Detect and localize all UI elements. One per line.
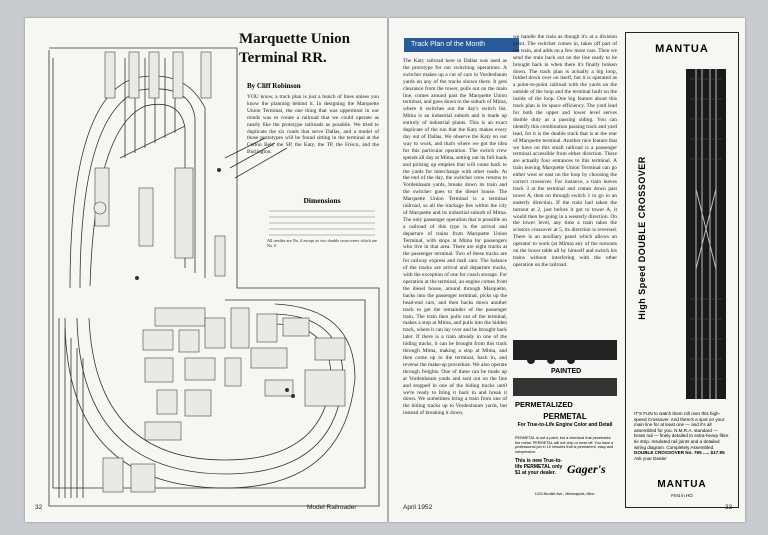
- dimensions-grid: [269, 210, 375, 236]
- perm-address: 1024 Nicollet Ave., Minneapolis, Minn.: [534, 492, 596, 496]
- permetal-ad: PAINTED PERMETALIZED PERMETAL For True-t…: [511, 334, 619, 502]
- byline: By Cliff Robinson: [247, 82, 301, 90]
- mantua-copy: IT'S FUN to watch them roll over this hi…: [634, 411, 729, 461]
- perm-copy: PERMETAL is not a paint, but a chemical …: [515, 436, 614, 454]
- locomotive-illustration: [513, 340, 617, 364]
- article-title: Marquette Union Terminal RR.: [239, 31, 350, 66]
- dimensions-table: Dimensions All trestles are No. 4 except…: [267, 196, 377, 254]
- perm-logo: Gager's: [567, 462, 606, 476]
- track-plan-diagram: [48, 47, 380, 507]
- perm-painted: PAINTED: [551, 368, 582, 375]
- mantua-logo-bottom: MANTUA: [657, 479, 707, 490]
- page-number-left: 32: [35, 504, 43, 511]
- locomotive-illustration-2: [513, 378, 617, 396]
- mantua-dealer: Ask your Dealer: [634, 455, 667, 461]
- dimensions-note: All trestles are No. 4 except as two dou…: [267, 238, 377, 248]
- issue-date: April 1952: [403, 504, 433, 511]
- magazine-name: Model Railroader: [307, 504, 357, 511]
- section-tag: Track Plan of the Month: [404, 38, 519, 52]
- mantua-tagline: First in HO: [671, 493, 693, 498]
- perm-brand: PERMETAL: [543, 412, 587, 421]
- perm-permatalized: PERMETALIZED: [515, 400, 573, 409]
- mantua-price: DOUBLE CROSSOVER No. 765 ..... $17.95: [634, 450, 725, 456]
- mantua-vertical-headline: High Speed DOUBLE CROSSOVER: [637, 156, 647, 320]
- mantua-logo-top: MANTUA: [655, 43, 709, 55]
- dimensions-title: Dimensions: [303, 196, 341, 205]
- intro-text: YOU know, a track plan is just a bunch o…: [247, 94, 379, 156]
- perm-tagline: For True-to-Life Engine Color and Detail: [517, 422, 613, 428]
- perm-new: This is new True-to-life PERMETAL only $…: [515, 458, 563, 476]
- crossover-track-photo: [686, 69, 726, 399]
- mantua-ad: MANTUA High Speed DOUBLE CROSSOVER IT'S …: [625, 32, 739, 508]
- column-2-text: we handle the train as though it's at a …: [513, 34, 617, 268]
- column-1-text: The Katy railroad here in Dallas was use…: [403, 58, 507, 417]
- page-number-right: 33: [725, 504, 733, 511]
- right-page: Track Plan of the Month The Katy railroa…: [389, 18, 745, 522]
- left-page: Marquette Union Terminal RR. By Cliff Ro…: [25, 18, 387, 522]
